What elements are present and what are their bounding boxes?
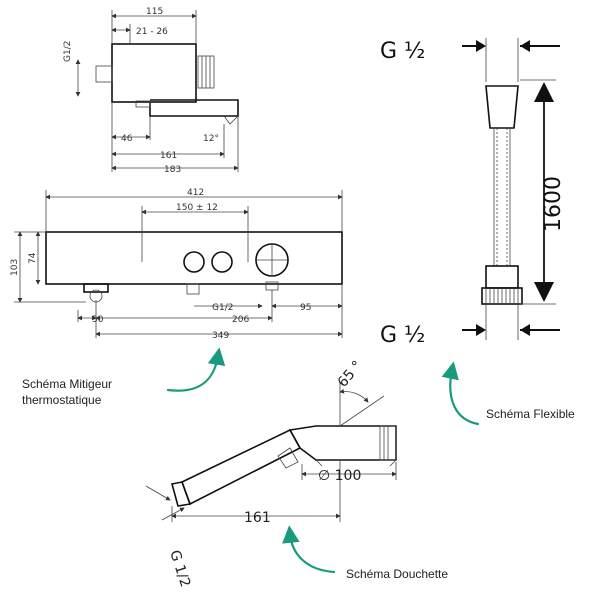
caption-hose: Schéma Flexible: [486, 407, 575, 421]
dim-g12-front: G1/2: [212, 303, 233, 313]
arrow-shower: [282, 525, 336, 574]
dim-412: 412: [187, 188, 204, 198]
captions: Schéma Mitigeur thermostatique Schéma Fl…: [22, 347, 575, 581]
caption-mixer-line2: thermostatique: [22, 393, 102, 407]
dim-12deg: 12°: [203, 134, 219, 144]
caption-mixer-line1: Schéma Mitigeur: [22, 377, 112, 391]
caption-shower: Schéma Douchette: [346, 567, 448, 581]
hose-drawing: G ½ G ½ 1600: [380, 38, 566, 348]
dim-349: 349: [212, 331, 229, 341]
hose-g-bottom: G ½: [380, 323, 425, 348]
arrow-mixer: [166, 347, 226, 392]
mixer-front-view: 412 150 ± 12 103 74 G1/2 95 50 206 349: [10, 188, 343, 341]
dim-50: 50: [92, 315, 104, 325]
dim-115: 115: [146, 7, 163, 17]
shower-g: G 1/2: [166, 548, 193, 589]
hose-g-top: G ½: [380, 39, 425, 64]
dim-74: 74: [28, 252, 38, 264]
dim-161-top: 161: [160, 151, 177, 161]
shower-angle: 65 °: [335, 358, 366, 391]
dim-183: 183: [164, 165, 181, 175]
dim-g12-top: G1/2: [63, 41, 73, 62]
dim-103: 103: [10, 259, 20, 276]
hose-length: 1600: [541, 176, 566, 232]
dim-206: 206: [232, 315, 249, 325]
dim-150: 150 ± 12: [176, 203, 218, 213]
arrow-hose: [441, 361, 480, 426]
mixer-top-view: 115 21 - 26 G1/2 46 12° 161 183: [63, 7, 239, 175]
dim-46: 46: [121, 134, 133, 144]
shower-drawing: 65 ° ∅ 100 161 G 1/2: [145, 358, 397, 589]
shower-diameter: ∅ 100: [318, 468, 361, 484]
shower-length: 161: [244, 510, 271, 526]
dim-95: 95: [300, 303, 311, 313]
dim-21-26: 21 - 26: [136, 27, 168, 37]
